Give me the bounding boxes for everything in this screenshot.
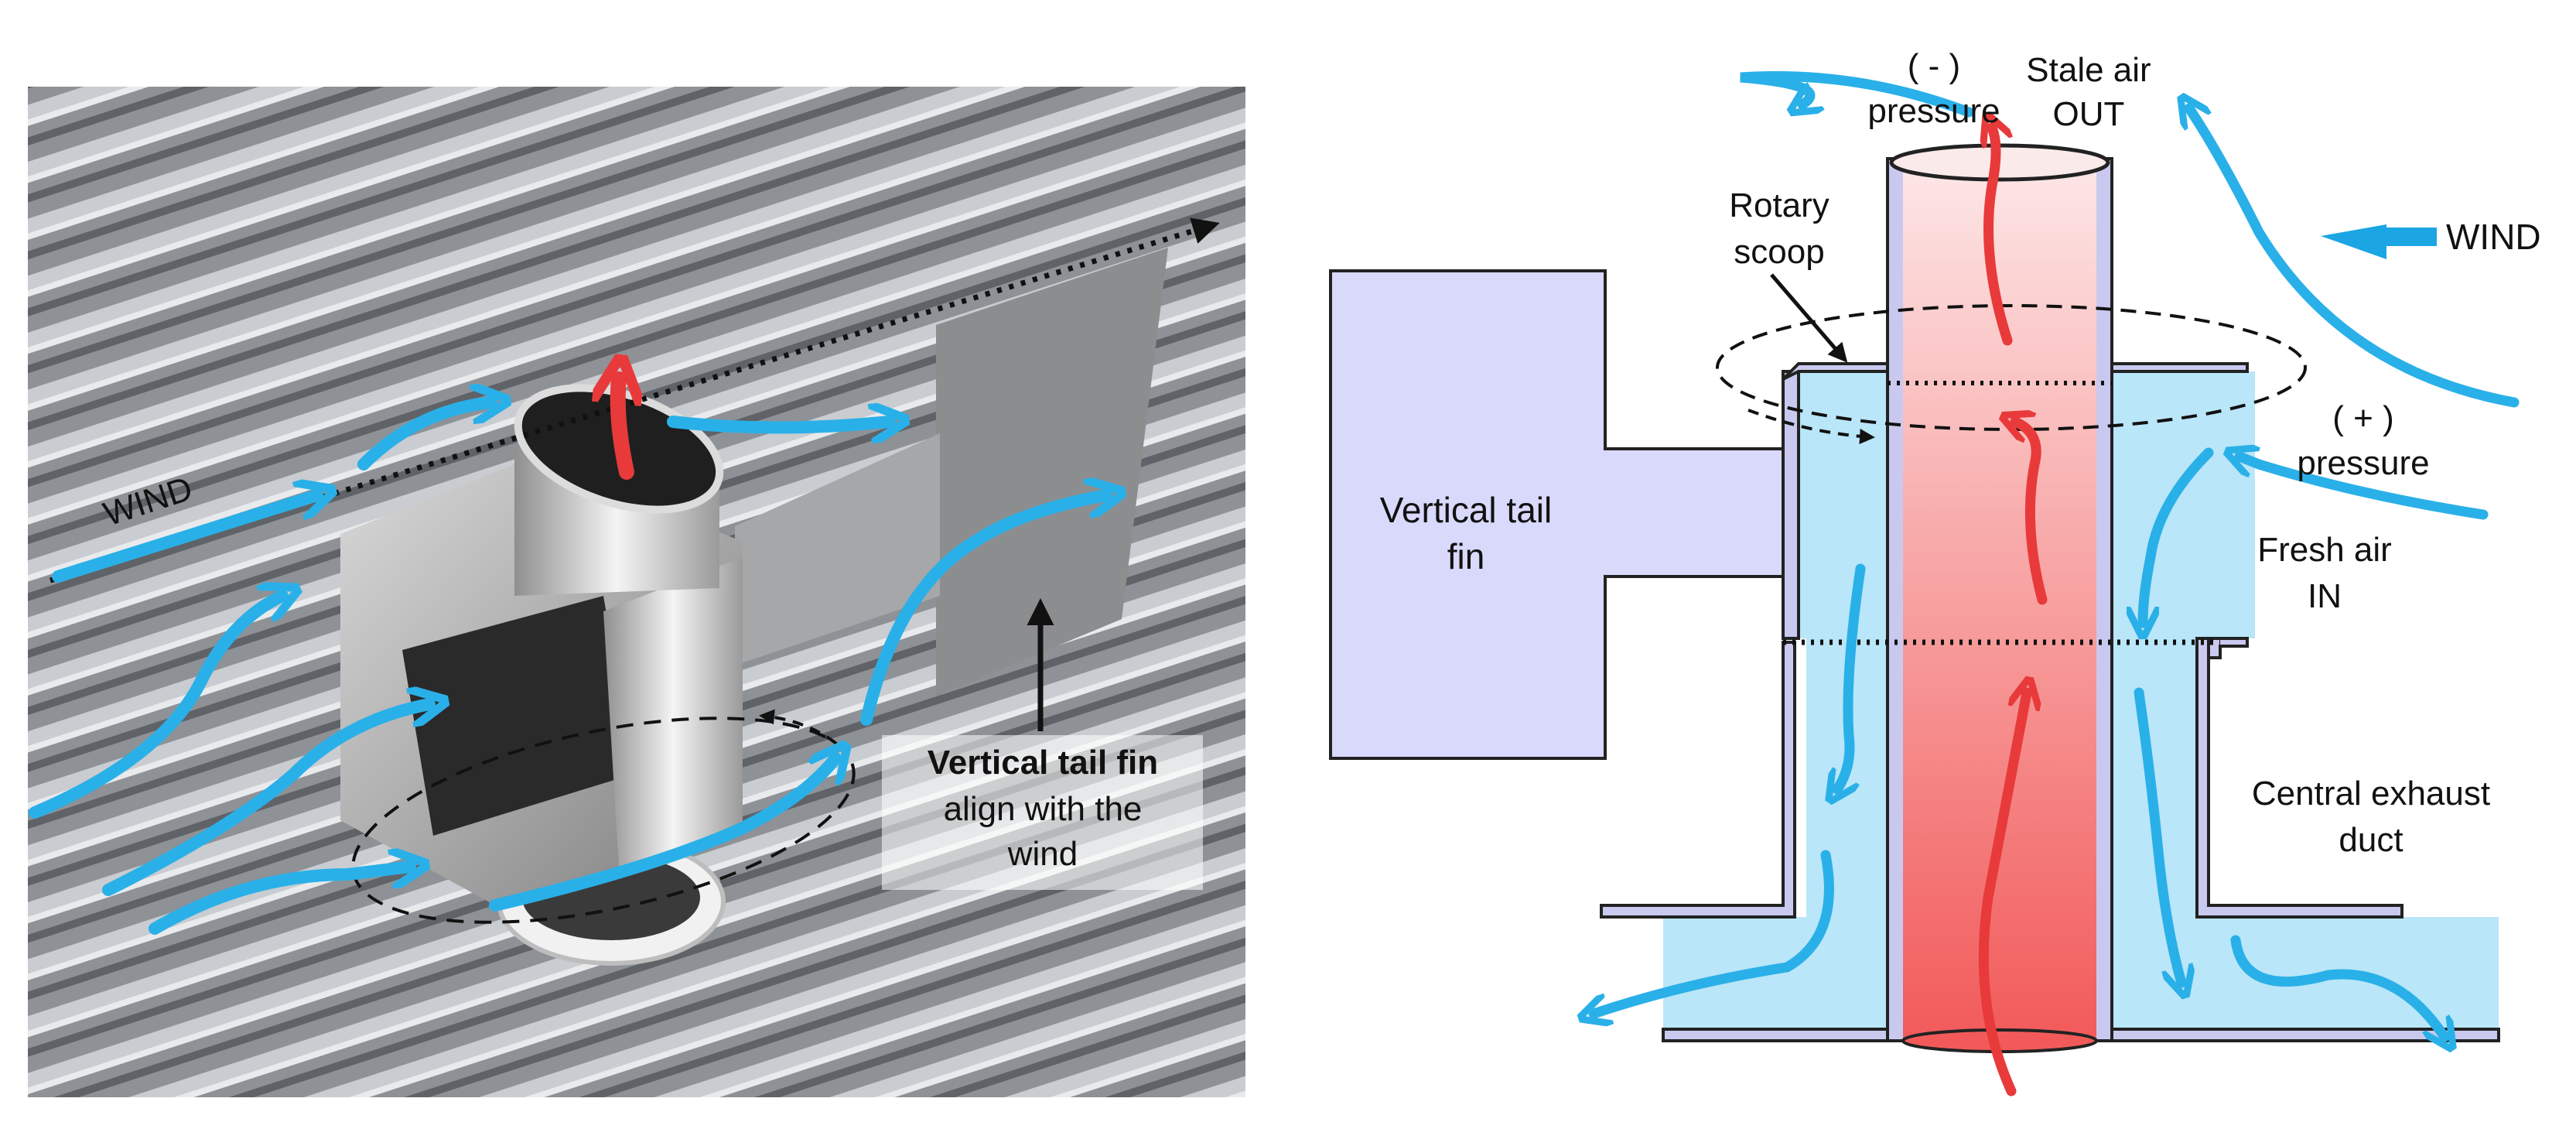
rotary-arrow bbox=[1748, 409, 1875, 444]
tail-fin-arm bbox=[735, 433, 940, 665]
blue-airflow-arrow-icon bbox=[489, 758, 835, 912]
scoop-lip bbox=[2207, 637, 2249, 659]
outer-duct-wall-right bbox=[2195, 637, 2403, 919]
blue-airflow-arrow-icon bbox=[149, 867, 410, 935]
stale-air-label-1: Stale air bbox=[2026, 51, 2151, 89]
tail-fin-plate bbox=[936, 248, 1168, 696]
neg-pressure-label-1: ( - ) bbox=[1908, 47, 1960, 85]
blue-airflow-arrow-icon bbox=[2239, 457, 2489, 520]
blue-airflow-arrow-icon bbox=[102, 704, 429, 896]
tail-fin-label-1: Vertical tail bbox=[1380, 490, 1552, 530]
fresh-air-label-1: Fresh air bbox=[2257, 531, 2392, 569]
blue-airflow-arrow-icon bbox=[357, 402, 491, 470]
scoop-face bbox=[402, 596, 634, 836]
blue-airflow-arrow-icon bbox=[860, 495, 1106, 726]
exhaust-label-2: duct bbox=[2339, 821, 2403, 859]
wind-label: WIND bbox=[2446, 217, 2541, 257]
photo-panel: WIND Vertical tail fin align with the wi… bbox=[28, 87, 1245, 1097]
outer-duct-wall bbox=[1600, 641, 1796, 919]
blue-airflow-arrow-icon bbox=[2189, 108, 2520, 408]
scoop-side bbox=[603, 557, 743, 867]
schematic-panel: ( - ) pressure Stale air OUT Rotary scoo… bbox=[1329, 47, 2541, 1096]
blue-airflow-arrow-icon bbox=[2230, 935, 2444, 1037]
scoop-wall-left bbox=[1782, 370, 1800, 640]
blue-airflow-arrow-icon bbox=[52, 495, 317, 583]
exhaust-label-1: Central exhaust bbox=[2252, 775, 2490, 813]
blue-airflow-arrow-icon bbox=[2143, 447, 2214, 623]
scoop-pointer bbox=[1770, 273, 1848, 363]
red-airflow-arrows bbox=[1978, 128, 2048, 1096]
neg-pressure-label-2: pressure bbox=[1867, 92, 2000, 130]
stale-air-label-2: OUT bbox=[2053, 95, 2125, 133]
pos-pressure-label-2: pressure bbox=[2297, 444, 2429, 482]
blue-airflow-arrow-icon bbox=[2134, 687, 2181, 983]
blue-airflow-arrow-icon bbox=[1740, 70, 1974, 118]
blue-airflow-arrow-icon bbox=[667, 422, 890, 428]
callout-line-2: wind bbox=[1007, 835, 1078, 873]
blue-airflow-arrow-icon bbox=[1837, 563, 1866, 789]
red-airflow-arrow-icon bbox=[1989, 128, 2008, 346]
tail-fin-label-2: fin bbox=[1447, 536, 1485, 576]
blue-airflow-arrow-icon bbox=[29, 596, 282, 819]
callout-title: Vertical tail fin bbox=[928, 744, 1158, 782]
pos-pressure-label-1: ( + ) bbox=[2332, 399, 2393, 437]
red-airflow-arrow-icon bbox=[618, 379, 627, 480]
rotary-scoop-label-1: Rotary bbox=[1729, 186, 1830, 224]
blue-flow-arrows bbox=[1594, 70, 2520, 1037]
blue-airflow-arrow-icon bbox=[1594, 850, 1834, 1014]
wind-arrow-icon bbox=[2321, 224, 2437, 259]
callout-box bbox=[882, 735, 1203, 890]
red-airflow-arrow-icon bbox=[1978, 693, 2027, 1096]
red-airflow-arrow-icon bbox=[2015, 422, 2048, 605]
blue-airflow-arrows bbox=[29, 402, 1106, 935]
callout-line-1: align with the bbox=[944, 790, 1143, 828]
fresh-air-label-2: IN bbox=[2308, 577, 2342, 615]
rotary-scoop-label-2: scoop bbox=[1734, 233, 1824, 271]
